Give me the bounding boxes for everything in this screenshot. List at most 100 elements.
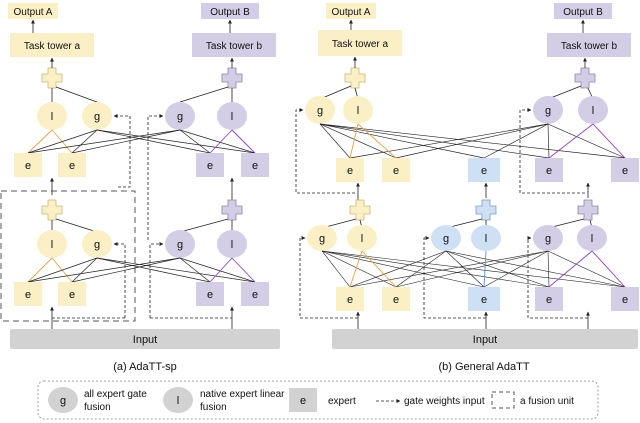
legend-gate-text-2: fusion: [84, 402, 111, 413]
output-b-box: [201, 3, 259, 19]
legend-expert-text: expert: [328, 396, 356, 407]
expert-label: e: [252, 160, 258, 172]
output-b-label: Output B: [210, 7, 250, 18]
expert-box: [535, 158, 563, 182]
legend-expert-icon: [289, 388, 317, 412]
legend-gate-icon: [48, 387, 78, 413]
expert-label: e: [69, 160, 75, 172]
expert-label: e: [546, 165, 552, 177]
gate-weights-input: [519, 108, 585, 194]
output-a-box: [8, 3, 58, 19]
task-tower-b-label: Task tower b: [561, 41, 618, 52]
sum-plus-icon: [41, 199, 63, 221]
gate-weights-input: [299, 236, 358, 319]
expert-box: [336, 158, 364, 182]
gate-weights-input: [527, 236, 588, 319]
gate-node-label: g: [443, 233, 449, 245]
sum-plus-icon: [221, 199, 243, 221]
gate-fusion-node: [82, 230, 112, 258]
input-bar: [332, 329, 638, 349]
expert-box: [241, 282, 269, 306]
expert-box: [382, 158, 410, 182]
expert-box: [336, 287, 364, 311]
linear-node-label: l: [51, 111, 53, 123]
sum-plus-icon: [577, 199, 599, 221]
expert-label: e: [622, 294, 628, 306]
gate-fusion-node: [533, 225, 563, 251]
expert-box: [196, 153, 224, 177]
linear-fusion-node: [37, 102, 67, 130]
task-tower-b: [547, 33, 631, 57]
legend-linear-text-1: native expert linear: [200, 389, 285, 400]
gate-node-label: g: [545, 233, 551, 245]
legend-gate-symbol: g: [60, 395, 66, 407]
expert-label: e: [69, 289, 75, 301]
sum-plus-icon: [349, 199, 371, 221]
sum-plus-icon: [41, 67, 63, 89]
legend-linear-text-2: fusion: [200, 402, 227, 413]
task-tower-a: [10, 33, 94, 57]
legend-fusion-unit-icon: [491, 391, 515, 409]
legend-fusion-unit-text: a fusion unit: [520, 396, 574, 407]
gate-fusion-node: [431, 225, 461, 251]
input-bar: [10, 329, 280, 349]
output-b-box: [554, 3, 612, 19]
linear-node-label: l: [485, 233, 487, 245]
linear-node-label: l: [231, 239, 233, 251]
linear-fusion-node: [343, 96, 373, 124]
gate-node-label: g: [545, 105, 551, 117]
gate-fusion-node: [307, 225, 337, 251]
output-a-label: Output A: [14, 7, 53, 18]
gate-fusion-node: [305, 96, 335, 124]
caption-a: (a) AdaTT-sp: [113, 361, 177, 373]
sum-plus-icon: [344, 67, 366, 89]
expert-box: [468, 287, 500, 311]
legend-linear-symbol: l: [177, 395, 179, 407]
gate-node-label: g: [94, 239, 100, 251]
legend-gate-weights-text: gate weights input: [404, 396, 485, 407]
expert-box: [468, 158, 500, 182]
output-a-label: Output A: [332, 7, 371, 18]
gate-weights-input: [113, 242, 126, 318]
gate-node-label: g: [319, 233, 325, 245]
expert-label: e: [347, 294, 353, 306]
fusion-unit-box: [0, 190, 136, 322]
sum-plus-icon: [475, 199, 497, 221]
expert-box: [58, 282, 86, 306]
gate-weights-input: [113, 114, 131, 188]
expert-box: [611, 287, 639, 311]
expert-label: e: [481, 165, 487, 177]
linear-node-label: l: [51, 239, 53, 251]
expert-label: e: [207, 160, 213, 172]
gate-weights-input: [295, 108, 355, 194]
expert-box: [58, 153, 86, 177]
gate-fusion-node: [533, 96, 563, 124]
linear-fusion-node: [37, 230, 67, 258]
gate-fusion-node: [82, 102, 112, 130]
gate-node-label: g: [177, 111, 183, 123]
legend-linear-icon: [163, 387, 193, 413]
sum-plus-icon: [221, 67, 243, 89]
legend-gate-text-1: all expert gate: [84, 389, 147, 400]
panel-a: Output A Output B Task tower a Task towe…: [0, 3, 280, 373]
linear-node-label: l: [357, 105, 359, 117]
caption-b: (b) General AdaTT: [438, 361, 529, 373]
gate-node-label: g: [177, 239, 183, 251]
linear-fusion-node: [217, 230, 247, 258]
legend: g all expert gate fusion l native expert…: [37, 380, 599, 420]
gate-weights-input: [423, 236, 486, 319]
task-tower-b-label: Task tower b: [206, 41, 263, 52]
panel-b: Output A Output B Task tower a Task towe…: [295, 3, 639, 373]
expert-label: e: [393, 165, 399, 177]
expert-label: e: [393, 294, 399, 306]
gate-fusion-node: [165, 230, 195, 258]
gate-fusion-node: [165, 102, 195, 130]
legend-expert-symbol: e: [300, 395, 306, 407]
expert-box: [241, 153, 269, 177]
linear-fusion-node: [217, 102, 247, 130]
linear-node-label: l: [592, 105, 594, 117]
expert-box: [14, 153, 42, 177]
gate-node-label: g: [94, 111, 100, 123]
expert-box: [14, 282, 42, 306]
